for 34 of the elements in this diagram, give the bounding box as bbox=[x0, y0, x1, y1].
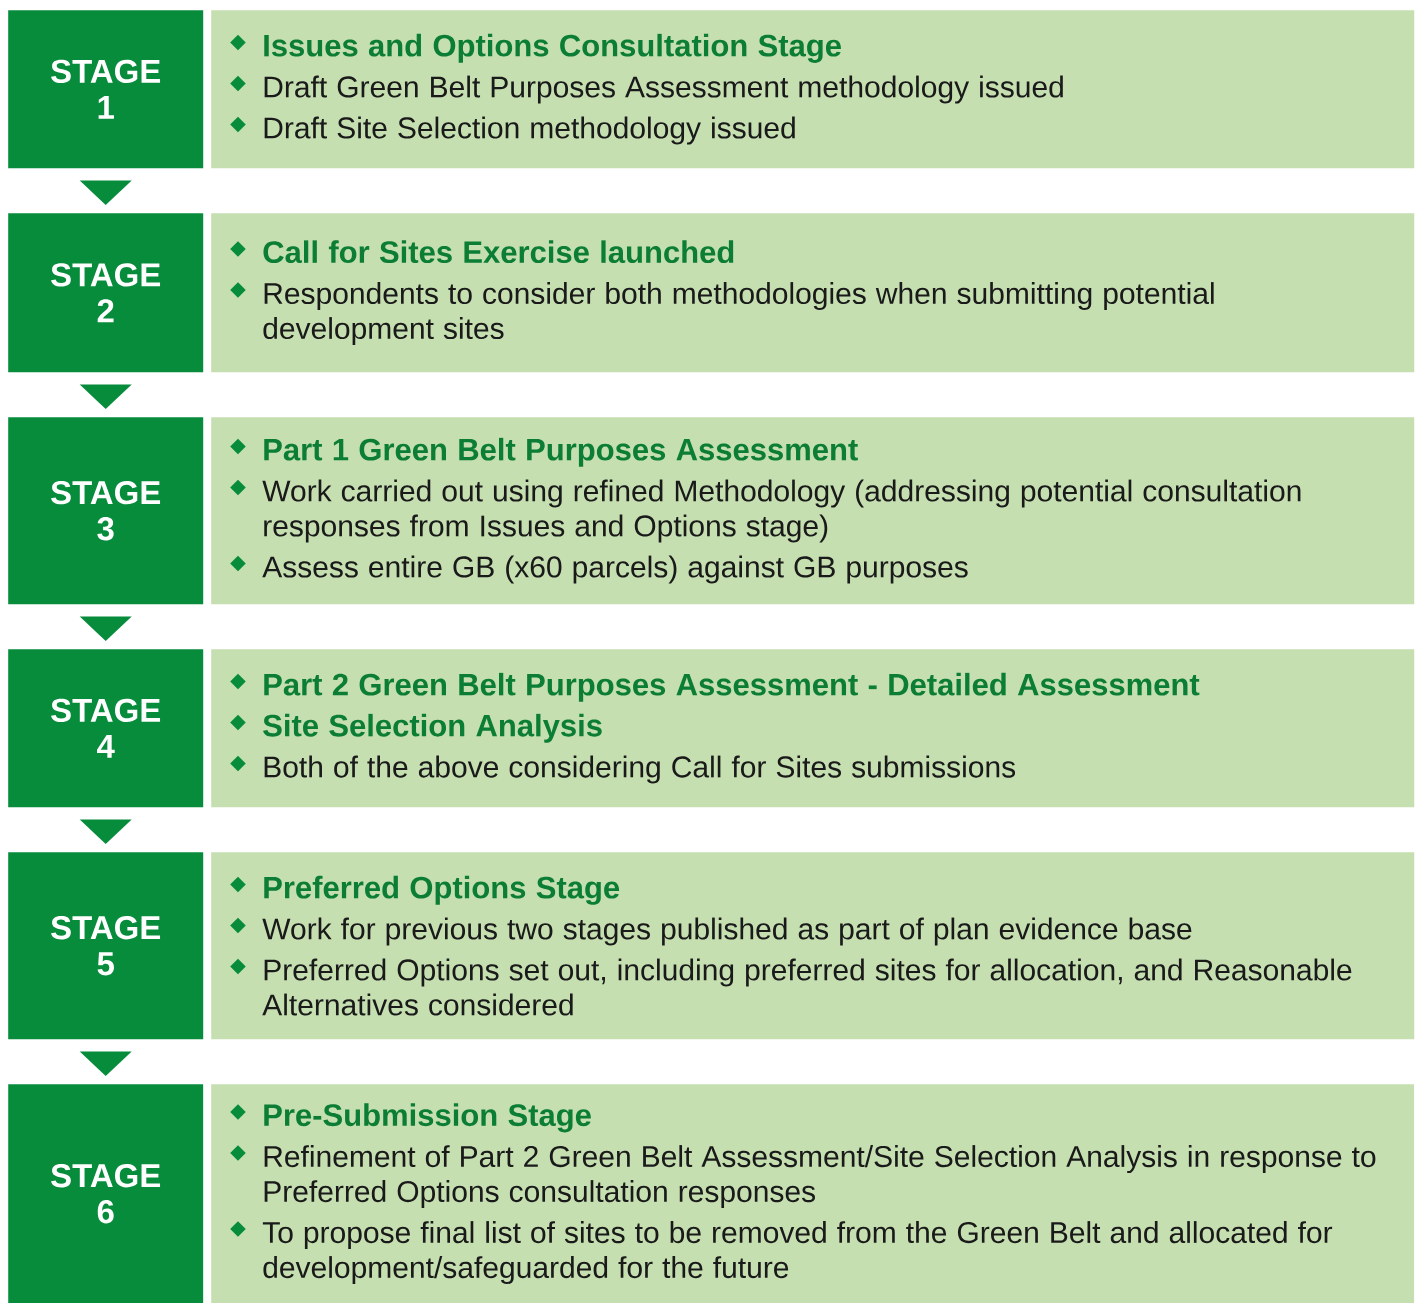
bullet-text: Work carried out using refined Methodology (addressing potential consultation responses from Issues and Options stage) bbox=[262, 479, 1301, 543]
bullet-text: Draft Green Belt Purposes Assessment methodology issued bbox=[264, 75, 1063, 104]
bullet-text: To propose final list of sites to be removed from the Green Belt and allocated for development/safeguarded for the future bbox=[262, 1221, 1333, 1285]
content-panel bbox=[211, 417, 1415, 605]
arrow bbox=[79, 819, 132, 844]
heading-text: Part 2 Green Belt Purposes Assessment - Detailed Assessment bbox=[264, 672, 1200, 702]
heading-text: Site Selection Analysis bbox=[263, 713, 602, 743]
arrow bbox=[79, 1051, 132, 1076]
stage-box: STAGE 1 bbox=[8, 10, 204, 169]
heading-text: Pre-Submission Stage bbox=[264, 1103, 591, 1133]
stage-box: STAGE 3 bbox=[8, 417, 204, 605]
heading-text: Preferred Options Stage bbox=[264, 875, 620, 905]
arrow bbox=[79, 616, 132, 641]
content-panel bbox=[211, 852, 1415, 1040]
stage-box: STAGE 4 bbox=[8, 649, 204, 808]
stage-box: STAGE 2 bbox=[8, 213, 204, 373]
heading-text: Part 1 Green Belt Purposes Assessment bbox=[264, 437, 858, 467]
bullet-text: Both of the above considering Call for Sites submissions bbox=[264, 755, 1016, 784]
arrow bbox=[79, 180, 132, 205]
content-panel bbox=[211, 10, 1415, 169]
heading-text: Issues and Options Consultation Stage bbox=[264, 33, 841, 63]
bullet-text: Draft Site Selection methodology issued bbox=[264, 116, 795, 145]
bullet-text: Preferred Options set out, including preferred sites for allocation, and Reasonable Alternatives considered bbox=[262, 958, 1352, 1016]
stage-box: STAGE 5 bbox=[8, 852, 204, 1040]
bullet-text: Assess entire GB (x60 parcels) against GB purposes bbox=[262, 555, 968, 584]
arrow bbox=[79, 384, 132, 409]
heading-text: Call for Sites Exercise launched bbox=[263, 240, 734, 264]
content-panel bbox=[211, 213, 1415, 373]
bullet-text: Refinement of Part 2 Green Belt Assessment/Site Selection Analysis in response to Preferred Options consultation responses bbox=[264, 1145, 1376, 1209]
bullet-text: Work for previous two stages published as part of plan evidence base bbox=[262, 917, 1192, 946]
stage-box: STAGE 6 bbox=[8, 1084, 204, 1303]
content-panel bbox=[211, 649, 1415, 808]
content-panel bbox=[211, 1084, 1415, 1303]
bullet-text: Respondents to consider both methodologies when submitting potential development sites bbox=[263, 282, 1214, 346]
